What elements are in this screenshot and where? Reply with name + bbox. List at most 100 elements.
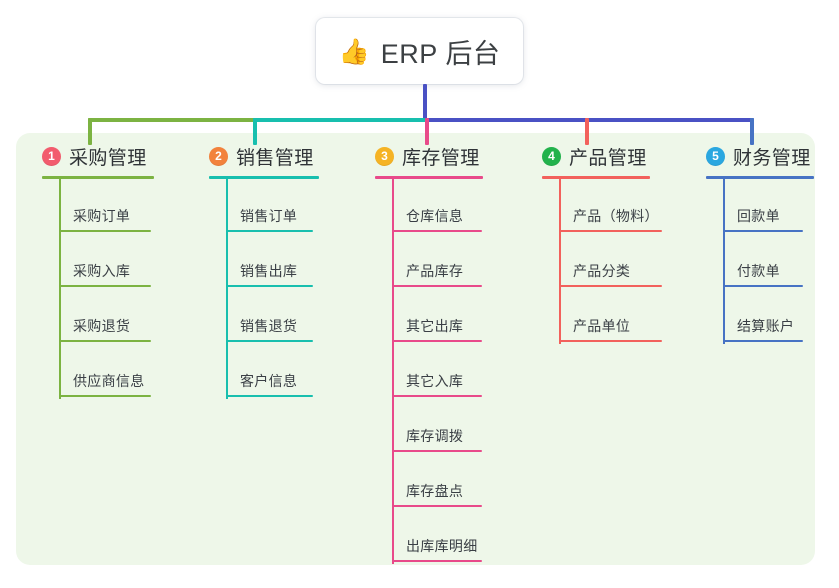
leaf-item-label: 结算账户 [737,318,795,334]
branch-header-2[interactable]: 2 销售管理 [205,143,314,169]
leaf-item[interactable]: 销售订单 [226,198,323,232]
leaf-item[interactable]: 销售退货 [226,308,323,342]
leaf-item-label: 销售订单 [240,208,298,224]
leaf-item-label: 付款单 [737,263,780,279]
leaf-item-rule [723,230,803,232]
leaf-item-label: 供应商信息 [73,373,145,389]
leaf-item-rule [226,230,313,232]
leaf-item-rule [392,450,482,452]
leaf-item-label: 库存调拨 [406,428,464,444]
branch-rule-4 [542,176,650,179]
leaf-item-rule [226,340,313,342]
leaf-item-rule [723,340,803,342]
root-node[interactable]: 👍 ERP 后台 [316,18,523,84]
leaf-item-label: 出库库明细 [406,538,478,554]
leaf-item[interactable]: 采购入库 [59,253,161,287]
leaf-item-label: 采购订单 [73,208,131,224]
branch-spine-1 [59,178,61,399]
leaf-item-label: 销售退货 [240,318,298,334]
leaf-item-label: 仓库信息 [406,208,464,224]
leaf-item-rule [59,230,151,232]
bus-segment-green [88,118,257,122]
leaf-item-rule [392,285,482,287]
leaf-item-rule [226,395,313,397]
leaf-item-rule [59,340,151,342]
branch-drop-line-4 [585,118,589,145]
branch-title-3: 库存管理 [402,147,480,169]
branch-number-badge-3: 3 [375,146,394,166]
branch-title-1: 采购管理 [69,147,147,169]
branch-drop-line-3 [425,118,429,145]
leaf-item[interactable]: 出库库明细 [392,528,492,562]
root-node-label: ERP 后台 [380,38,501,69]
leaf-item-label: 客户信息 [240,373,298,389]
branch-column-2: 2 销售管理销售订单销售出库销售退货客户信息 [205,143,319,399]
leaf-item[interactable]: 客户信息 [226,363,323,397]
leaf-item-label: 产品（物料） [573,208,659,224]
leaf-item[interactable]: 回款单 [723,198,813,232]
leaf-item-label: 采购入库 [73,263,131,279]
leaf-item-rule [723,285,803,287]
branch-header-5[interactable]: 5 财务管理 [702,143,811,169]
leaf-item-rule [392,340,482,342]
leaf-item-rule [559,340,662,342]
leaf-item-rule [59,285,151,287]
branch-number-badge-5: 5 [706,146,725,166]
leaf-item[interactable]: 仓库信息 [392,198,492,232]
branch-title-2: 销售管理 [236,147,314,169]
branch-spine-3 [392,178,394,564]
leaf-item-label: 销售出库 [240,263,298,279]
leaf-item-rule [392,230,482,232]
leaf-item[interactable]: 付款单 [723,253,813,287]
bus-segment-teal [253,118,429,122]
leaf-item-label: 产品分类 [573,263,631,279]
leaf-item-rule [59,395,151,397]
branch-number-badge-2: 2 [209,146,228,166]
leaf-item[interactable]: 销售出库 [226,253,323,287]
branch-drop-line-2 [253,118,257,145]
leaf-item-rule [226,285,313,287]
leaf-item[interactable]: 库存盘点 [392,473,492,507]
leaf-item[interactable]: 其它入库 [392,363,492,397]
leaf-item-rule [392,395,482,397]
root-stem-line [423,84,427,122]
branch-title-4: 产品管理 [569,147,647,169]
branch-drop-line-5 [750,118,754,145]
branch-column-5: 5 财务管理回款单付款单结算账户 [702,143,814,344]
branch-rule-1 [42,176,154,179]
branch-drop-line-1 [88,118,92,145]
leaf-item[interactable]: 库存调拨 [392,418,492,452]
branch-number-badge-4: 4 [542,146,561,166]
branch-rule-2 [209,176,319,179]
leaf-item[interactable]: 产品库存 [392,253,492,287]
leaf-item-label: 产品库存 [406,263,464,279]
bus-segment-blue [425,118,754,122]
branch-rule-3 [375,176,483,179]
branch-header-4[interactable]: 4 产品管理 [538,143,647,169]
leaf-item[interactable]: 采购退货 [59,308,161,342]
leaf-item[interactable]: 结算账户 [723,308,813,342]
leaf-item-rule [559,285,662,287]
branch-column-4: 4 产品管理产品（物料） 产品分类产品单位 [538,143,662,344]
branch-header-3[interactable]: 3 库存管理 [371,143,480,169]
leaf-item[interactable]: 采购订单 [59,198,161,232]
leaf-item-label: 其它入库 [406,373,464,389]
leaf-item[interactable]: 产品（物料） [559,198,672,232]
leaf-item[interactable]: 产品单位 [559,308,672,342]
thumbs-up-icon: 👍 [338,37,370,66]
branch-title-5: 财务管理 [733,147,811,169]
leaf-item[interactable]: 其它出库 [392,308,492,342]
leaf-item-label: 产品单位 [573,318,631,334]
leaf-item[interactable]: 产品分类 [559,253,672,287]
leaf-item[interactable]: 供应商信息 [59,363,161,397]
branch-spine-5 [723,178,725,344]
diagram-background-panel [16,133,815,565]
leaf-item-label: 采购退货 [73,318,131,334]
branch-spine-4 [559,178,561,344]
leaf-item-label: 回款单 [737,208,780,224]
branch-rule-5 [706,176,814,179]
